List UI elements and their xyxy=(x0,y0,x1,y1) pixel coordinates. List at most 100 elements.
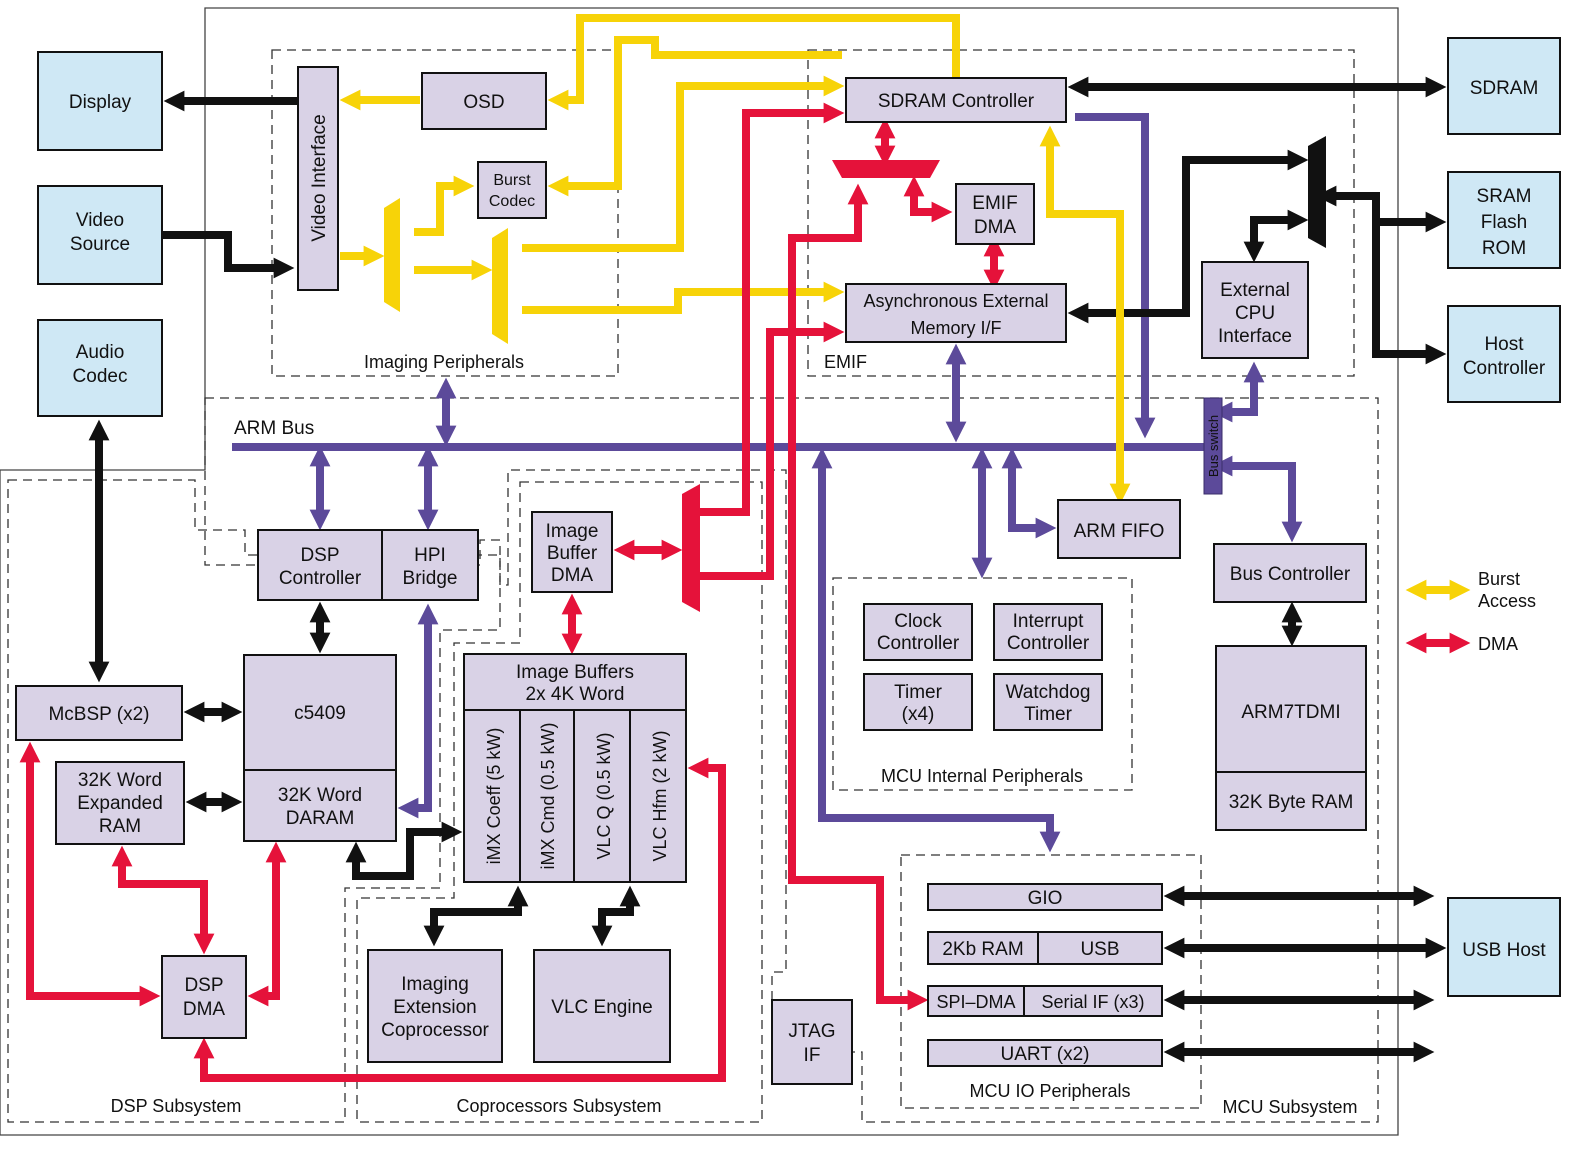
dsp-dma-block: DSP DMA xyxy=(161,955,247,1039)
usb-label: USB xyxy=(1080,939,1119,960)
uart-label: UART (x2) xyxy=(1000,1044,1089,1065)
mux2-to-sdram xyxy=(522,75,845,252)
coprocessors-subsystem-region xyxy=(356,481,763,1123)
mcu-internal-peripherals-label: MCU Internal Peripherals xyxy=(881,766,1083,786)
daram-label-2: DARAM xyxy=(286,808,355,829)
dsp-dma-label: DSP xyxy=(184,975,223,996)
display-box: Display xyxy=(37,51,163,151)
switch-to-ext-cpu xyxy=(1211,361,1265,423)
watchdog-block: Watchdog Timer xyxy=(993,673,1103,731)
sdram-controller-block: SDRAM Controller xyxy=(845,77,1067,123)
ram-2kb-label: 2Kb RAM xyxy=(942,939,1023,960)
serial-if-label: Serial IF (x3) xyxy=(1041,992,1144,1012)
mcbsp-label: McBSP (x2) xyxy=(48,704,149,725)
mcu-io-peripherals-label: MCU IO Peripherals xyxy=(969,1081,1130,1101)
spi-dma-label: SPI–DMA xyxy=(936,992,1015,1012)
hpi-bridge-block: HPI Bridge xyxy=(381,529,479,601)
coprocessors-subsystem-label: Coprocessors Subsystem xyxy=(456,1096,661,1116)
chip-outline xyxy=(0,7,1399,1136)
interrupt-controller-label-2: Controller xyxy=(1007,633,1090,654)
sdram-to-burst xyxy=(547,36,842,197)
bus-to-arm-fifo xyxy=(1001,447,1057,539)
jtag-label: JTAG xyxy=(788,1021,835,1042)
exp-ram-to-dsp-dma xyxy=(111,845,215,955)
uart-block: UART (x2) xyxy=(927,1039,1163,1067)
image-buffer-dma-label: Image xyxy=(546,521,599,542)
host-controller-label: Host xyxy=(1484,334,1524,355)
bus-to-mcu-io xyxy=(811,447,1061,853)
imaging-peripherals-label: Imaging Peripherals xyxy=(364,352,524,372)
gio-label: GIO xyxy=(1028,888,1063,909)
arm7tdmi-label: ARM7TDMI xyxy=(1241,702,1340,723)
rom-label: ROM xyxy=(1482,238,1526,259)
dsp-dma-label-2: DMA xyxy=(183,999,226,1020)
buffer-col-vlc-q: VLC Q (0.5 kW) xyxy=(594,732,614,859)
host-controller-label-2: Controller xyxy=(1463,358,1546,379)
dma-mux-to-red-mux xyxy=(698,321,845,580)
imaging-extension-label-2: Extension xyxy=(393,997,476,1018)
buffer-col-imx-cmd: iMX Cmd (0.5 kW) xyxy=(538,722,558,869)
ext-cpu-label: External xyxy=(1220,280,1290,301)
sdram-to-osd xyxy=(547,14,960,111)
mcu-subsystem-label: MCU Subsystem xyxy=(1222,1097,1357,1117)
osd-label: OSD xyxy=(463,92,504,113)
imaging-peripherals-region xyxy=(271,49,619,377)
mux1-to-burst xyxy=(414,175,475,236)
arm7tdmi-block: ARM7TDMI 32K Byte RAM xyxy=(1215,645,1367,831)
audio-codec-label-2: Codec xyxy=(73,366,128,387)
emif-dma-label-2: DMA xyxy=(974,217,1017,238)
legend-burst-label-2: Access xyxy=(1478,591,1536,611)
buffers-to-imaging-ext xyxy=(423,885,529,947)
audio-codec-label: Audio xyxy=(76,342,125,363)
ext-cpu-label-3: Interface xyxy=(1218,326,1292,347)
arm-bus-wires xyxy=(232,113,1303,853)
arm-fifo-block: ARM FIFO xyxy=(1057,499,1181,559)
async-memory-label: Asynchronous External xyxy=(863,291,1048,311)
buffer-col-vlc-hfm: VLC Hfm (2 kW) xyxy=(650,730,670,861)
vlc-engine-label: VLC Engine xyxy=(551,997,652,1018)
ext-cpu-label-2: CPU xyxy=(1235,303,1275,324)
watchdog-label: Watchdog xyxy=(1006,682,1091,703)
dma-mux-to-sdram xyxy=(698,102,845,516)
display-label: Display xyxy=(69,92,132,113)
video-source-label: Video xyxy=(76,210,124,231)
sram-label: SRAM xyxy=(1477,186,1532,207)
arm-fifo-label: ARM FIFO xyxy=(1074,521,1165,542)
c5409-block: c5409 32K Word DARAM xyxy=(243,654,397,842)
emif-red-mux xyxy=(832,160,940,178)
dsp-dma-to-vlc-hfm xyxy=(193,757,726,1082)
imaging-extension-block: Imaging Extension Coprocessor xyxy=(367,949,503,1063)
osd-block: OSD xyxy=(421,72,547,130)
clock-controller-block: Clock Controller xyxy=(863,603,973,661)
expanded-ram-label-2: Expanded xyxy=(77,793,163,814)
vlc-engine-block: VLC Engine xyxy=(533,949,671,1063)
async-memory-label-2: Memory I/F xyxy=(910,318,1001,338)
usb-host-label: USB Host xyxy=(1462,940,1546,961)
dsp-controller-label-2: Controller xyxy=(279,568,362,589)
imaging-mux-2 xyxy=(492,228,508,344)
hpi-bridge-label: HPI xyxy=(414,545,446,566)
dsp-controller-label: DSP xyxy=(300,545,339,566)
bus-switch-label: Bus switch xyxy=(1206,415,1221,477)
imaging-extension-label-3: Coprocessor xyxy=(381,1020,489,1041)
bus-controller-block: Bus Controller xyxy=(1213,543,1367,603)
image-buffer-dma-label-2: Buffer xyxy=(547,543,598,564)
mcbsp-to-dsp-dma xyxy=(19,741,161,1007)
ram-usb-block: 2Kb RAM USB xyxy=(927,931,1163,965)
image-buffers-label: Image Buffers xyxy=(516,662,634,683)
image-buffers-block: Image Buffers 2x 4K Word iMX Coeff (5 kW… xyxy=(463,653,687,883)
mux-to-sram xyxy=(1315,185,1447,233)
red-mux-to-emif-dma xyxy=(903,175,953,223)
sram-flash-rom-box: SRAM Flash ROM xyxy=(1447,171,1561,269)
mcu-subsystem-region xyxy=(204,397,1379,1123)
sdram-ctrl-to-bus xyxy=(1075,113,1156,439)
timer-label: Timer xyxy=(894,682,943,703)
mux2-to-async xyxy=(522,281,845,314)
bus-controller-label: Bus Controller xyxy=(1230,564,1351,585)
timer-block: Timer (x4) xyxy=(863,673,973,731)
host-controller-box: Host Controller xyxy=(1447,305,1561,403)
buffer-col-imx-coeff: iMX Coeff (5 kW) xyxy=(484,728,504,865)
dsp-controller-block: DSP Controller xyxy=(257,529,383,601)
dsp-subsystem-label: DSP Subsystem xyxy=(111,1096,242,1116)
daram-to-dsp-dma xyxy=(247,841,287,1007)
